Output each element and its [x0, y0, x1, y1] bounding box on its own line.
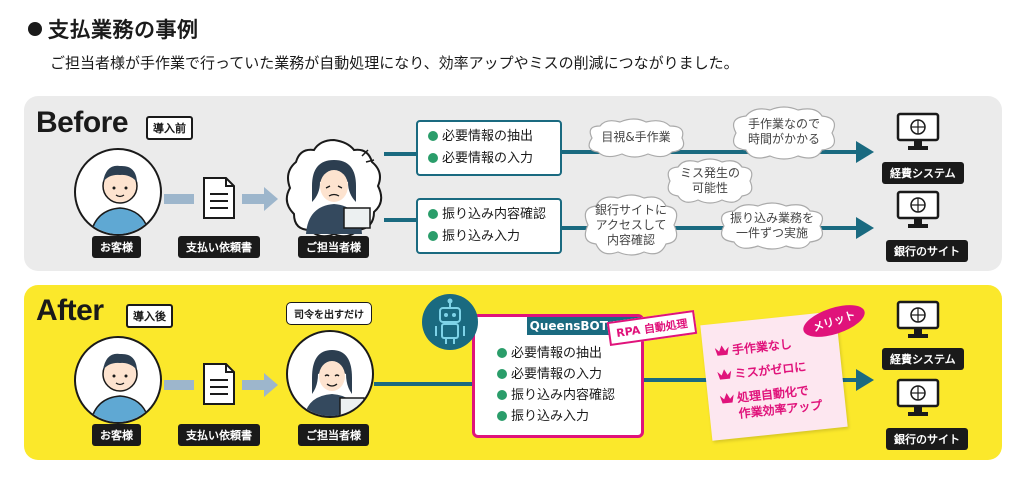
crown-icon [719, 393, 734, 404]
customer-icon [90, 353, 150, 422]
document-icon [203, 363, 235, 405]
cloud-visual: 目視&手作業 [584, 118, 688, 158]
task-box-top: 必要情報の抽出 必要情報の入力 [416, 120, 562, 176]
merit-item: 処理自動化で [719, 379, 844, 408]
happy-staff-avatar [286, 330, 374, 418]
arrow-head-icon [856, 217, 874, 239]
staff-speech-bubble: 司令を出すだけ [286, 302, 372, 325]
system-label: 経費システム [882, 348, 964, 370]
arrow-doc-staff [242, 380, 270, 390]
bullet-icon [428, 131, 438, 141]
document-icon [203, 177, 235, 219]
merit-item: 手作業なし [714, 331, 839, 360]
customer-label: お客様 [92, 424, 141, 446]
customer-avatar [74, 148, 162, 236]
connector-top [384, 152, 418, 156]
monitor-icon [896, 378, 940, 416]
bullet-icon [428, 231, 438, 241]
arrow-head-icon [264, 187, 278, 211]
after-title: After [36, 294, 104, 327]
monitor-icon [896, 300, 940, 338]
before-badge: 導入前 [146, 116, 193, 140]
robot-icon [435, 298, 465, 344]
bullet-icon [497, 369, 507, 379]
bullet-icon [428, 209, 438, 219]
bank-label: 銀行のサイト [886, 428, 968, 450]
rpa-task-item: 振り込み入力 [497, 406, 641, 427]
staff-label: ご担当者様 [298, 424, 369, 446]
rpa-task-item: 必要情報の抽出 [497, 343, 641, 364]
after-badge: 導入後 [126, 304, 173, 328]
arrow-customer-doc [164, 194, 194, 204]
arrow-doc-staff [242, 194, 270, 204]
task-item: 必要情報の抽出 [428, 126, 550, 148]
connector-rpa [374, 382, 474, 386]
arrow-customer-doc [164, 380, 194, 390]
staff-label: ご担当者様 [298, 236, 369, 258]
system-label: 経費システム [882, 162, 964, 184]
merit-card: 手作業なし ミスがゼロに 処理自動化で 作業効率アップ [700, 311, 848, 441]
task-box-bottom: 振り込み内容確認 振り込み入力 [416, 198, 562, 254]
cloud-time: 手作業なので 時間がかかる [728, 106, 840, 160]
bullet-icon [497, 390, 507, 400]
monitor-icon [896, 112, 940, 150]
customer-label: お客様 [92, 236, 141, 258]
cloud-one-by-one: 振り込み業務を 一件ずつ実施 [716, 202, 828, 250]
bullet-icon [428, 153, 438, 163]
bullet-icon [497, 411, 507, 421]
merit-item: ミスがゼロに [717, 355, 842, 384]
crown-icon [717, 369, 732, 380]
stressed-staff-avatar [285, 138, 383, 238]
rpa-task-item: 振り込み内容確認 [497, 385, 641, 406]
task-item: 必要情報の入力 [428, 148, 550, 170]
page-title-text: 支払業務の事例 [48, 18, 199, 42]
crown-icon [714, 345, 729, 356]
customer-avatar [74, 336, 162, 424]
task-item: 振り込み内容確認 [428, 204, 550, 226]
cloud-mistake: ミス発生の 可能性 [664, 158, 756, 204]
cloud-bank-access: 銀行サイトに アクセスして 内容確認 [580, 194, 682, 256]
doc-label: 支払い依頼書 [178, 424, 260, 446]
arrow-head-icon [264, 373, 278, 397]
bullet-dot [28, 22, 42, 36]
connector-bottom [384, 218, 418, 222]
task-item: 振り込み入力 [428, 226, 550, 248]
flow-arrow-system [562, 150, 862, 154]
arrow-head-icon [856, 369, 874, 391]
page-subtitle: ご担当者様が手作業で行っていた業務が自動処理になり、効率アップやミスの削減につな… [50, 54, 739, 72]
bullet-icon [497, 348, 507, 358]
before-title: Before [36, 106, 129, 139]
arrow-head-icon [856, 141, 874, 163]
doc-label: 支払い依頼書 [178, 236, 260, 258]
rpa-task-item: 必要情報の入力 [497, 364, 641, 385]
staff-icon [304, 350, 365, 416]
page-title: 支払業務の事例 [28, 14, 199, 44]
flow-arrow-bank [562, 226, 862, 230]
monitor-icon [896, 190, 940, 228]
bank-label: 銀行のサイト [886, 240, 968, 262]
customer-icon [90, 165, 150, 234]
robot-badge [422, 294, 478, 350]
